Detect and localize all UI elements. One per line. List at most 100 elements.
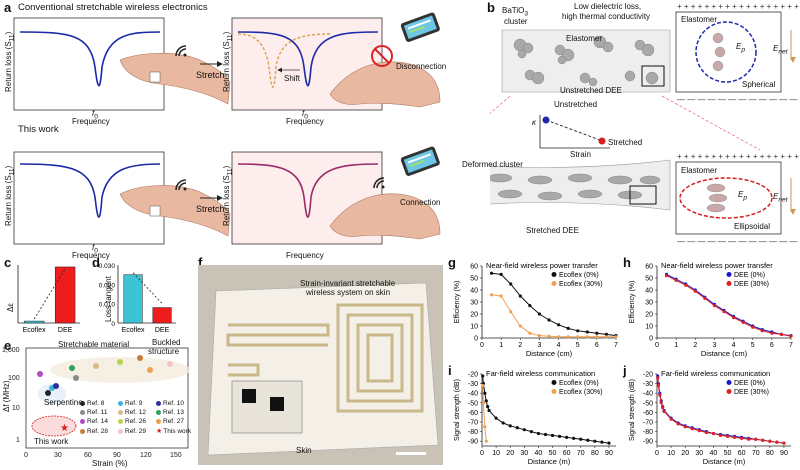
legend-marker-icon <box>551 281 557 286</box>
data-point <box>518 324 522 328</box>
y-tick-label: 40 <box>470 288 478 295</box>
panel-b-graphics: + + + + + + + + + + + + + + + + + + — — … <box>490 2 799 246</box>
e-legend-item: Ref. 14 <box>80 418 118 425</box>
data-point <box>499 294 503 298</box>
data-point <box>487 408 491 413</box>
data-point <box>593 439 597 443</box>
resonance-curve-a1 <box>19 31 161 87</box>
data-point <box>537 334 542 338</box>
e-xtick: 0 <box>24 452 28 459</box>
shifted-curve-a2 <box>237 33 331 88</box>
x-tick-label: 5 <box>576 342 580 349</box>
this-work-label-e: This work <box>34 437 69 446</box>
legend-dot-icon <box>118 410 123 415</box>
a2-ylabel: Return loss (S11) <box>222 31 234 92</box>
e-ytick: 1,000 <box>2 347 20 354</box>
legend-marker-icon <box>551 272 557 277</box>
data-point <box>486 405 490 409</box>
e-legend-label: Ref. 8 <box>87 400 105 407</box>
e-xlabel: Strain (%) <box>92 459 128 468</box>
legend-label: Ecoflex (0%) <box>559 380 599 387</box>
a4-ylabel: Return loss (S11) <box>222 165 234 226</box>
x-tick-label: 3 <box>537 342 541 349</box>
x-tick-label: 90 <box>780 450 788 457</box>
zoom-box-stretched <box>629 185 657 205</box>
ep-label-2: Ep <box>738 190 748 202</box>
x-tick-label: 70 <box>577 450 585 457</box>
enet-label-1: Enet <box>773 44 788 56</box>
data-point <box>740 436 744 440</box>
stretch-label-1: Stretch <box>196 70 225 80</box>
x-tick-label: 7 <box>789 342 793 349</box>
data-point <box>483 425 487 429</box>
resonance-curve-a2 <box>237 31 379 87</box>
data-point <box>481 383 485 388</box>
legend-dot-icon <box>80 428 85 434</box>
y-axis-label: Efficiency (%) <box>629 281 636 324</box>
skin-label: Skin <box>296 446 312 455</box>
data-point <box>690 427 694 431</box>
panel-a-graphics <box>13 12 441 245</box>
resonance-curve-a3 <box>19 163 161 219</box>
y-tick-label: 20 <box>645 312 653 319</box>
data-point <box>508 424 512 428</box>
data-point <box>751 325 755 329</box>
data-point <box>528 331 532 335</box>
chart-title: Far-field wireless communication <box>661 369 770 378</box>
data-point <box>566 335 570 339</box>
panel-label-a: a <box>4 0 12 15</box>
inset-stretched <box>675 161 782 235</box>
chart-title: Near-field wireless power transfer <box>486 261 598 270</box>
data-point <box>572 436 576 440</box>
caption-line1: Strain-invariant stretchable <box>300 279 396 288</box>
data-point <box>529 430 533 434</box>
data-point <box>586 438 590 442</box>
bar-category-label: Ecoflex <box>122 327 145 334</box>
e-legend-label: Ref. 11 <box>87 409 108 416</box>
y-tick-label: -40 <box>468 391 478 398</box>
bar-dee <box>54 266 76 324</box>
scale-bar <box>396 452 426 455</box>
y-tick-label: -40 <box>643 391 653 398</box>
a2-xlabel: Frequency <box>286 117 324 126</box>
bar-dee <box>152 307 172 324</box>
inset-unstretched <box>675 11 782 93</box>
x-tick-label: 0 <box>655 342 659 349</box>
e-ylabel: Δf (MHz) <box>2 380 11 412</box>
x-axis-label: Distance (m) <box>703 457 746 466</box>
conventional-title: Conventional stretchable wireless electr… <box>18 2 208 13</box>
batio3-particles <box>513 35 659 87</box>
wifi-icon <box>373 177 385 189</box>
a4-xlabel: Frequency <box>286 251 324 260</box>
e-ytick: 10 <box>12 405 20 412</box>
minus-row: — — — — — — — — — — — — <box>677 95 797 104</box>
legend-dot-icon <box>80 401 85 406</box>
y-tick-label: 50 <box>470 276 478 283</box>
y-tick-label: 10 <box>470 324 478 331</box>
data-point <box>604 335 609 339</box>
legend-dot-icon <box>156 410 161 415</box>
elastomer-label-2: Elastomer <box>681 15 718 24</box>
panel-label-i: i <box>448 363 452 378</box>
data-point <box>483 391 487 395</box>
deformed-cluster-label: Deformed cluster <box>462 160 523 169</box>
y-tick-label: 20 <box>470 312 478 319</box>
circuit-board <box>231 380 303 434</box>
y-tick-label: 30 <box>645 300 653 307</box>
x-tick-label: 90 <box>605 450 613 457</box>
a2-f0: f0 <box>302 109 308 121</box>
y-tick-label: 50 <box>645 276 653 283</box>
x-tick-label: 4 <box>732 342 736 349</box>
enet-label-2: Enet <box>773 192 788 204</box>
a3-xlabel: Frequency <box>72 251 110 260</box>
x-axis-label: Distance (cm) <box>701 349 748 358</box>
bar-ytick: 0.010 <box>99 302 116 309</box>
e-legend-item: Ref. 27 <box>156 418 194 425</box>
data-point <box>656 383 661 388</box>
e-legend-label: Ref. 10 <box>163 400 184 407</box>
e-ytick: 1 <box>16 437 20 444</box>
ep-label-1: Ep <box>736 42 746 54</box>
e-legend-item: Ref. 26 <box>118 418 156 425</box>
y-tick-label: 0 <box>474 336 478 343</box>
y-tick-label: -60 <box>643 410 653 417</box>
